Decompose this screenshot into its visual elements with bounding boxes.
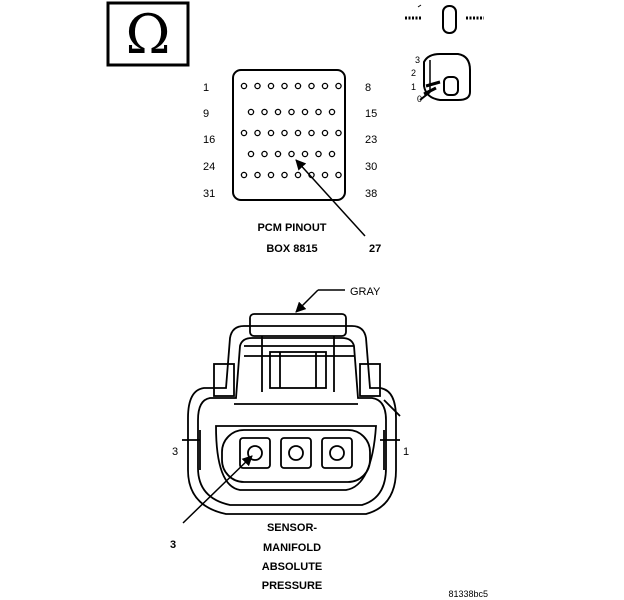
pcm-connector [232,69,346,201]
pcm-pin-r2-c1 [247,108,255,116]
pcm-pin-r3-c8 [335,129,342,137]
pcm-pin-r3-c1 [240,129,248,137]
pcm-pin-r3-c5 [294,129,302,137]
key-position-2: 2 [411,68,416,78]
key-position-1: 1 [411,82,416,92]
pcm-pin-r1-c8 [335,82,342,90]
pcm-row3-left-label: 16 [203,134,215,146]
pcm-row2-right-label: 15 [365,108,377,120]
ohm-icon: Ω [126,3,171,66]
pcm-pin-r4-c7 [328,150,336,158]
pcm-pin-r5-c5 [294,171,302,179]
pcm-pin-r1-c7 [321,82,329,90]
connector-color-callout: GRAY [295,286,381,313]
connector-name-line3: ABSOLUTE [262,561,323,573]
pcm-pin-r3-c2 [254,129,261,137]
connector-name-line1: SENSOR- [267,522,317,534]
connector-pin-callout: 3 [170,455,253,551]
key-position-0: 0 [417,94,422,104]
connector-color-label: GRAY [350,286,381,298]
connector-terminal-1 [321,437,353,469]
pcm-pin-r1-c5 [294,82,302,90]
pcm-pin-r1-c3 [267,82,275,90]
pcm-pin-r2-c3 [274,108,282,116]
pcm-pin-r2-c4 [288,108,295,116]
pcm-row1-left-label: 1 [203,82,209,94]
pcm-pin-r4-c2 [261,150,268,158]
connector-terminal-2 [280,437,312,469]
connector-callout-pin-number: 3 [170,539,176,551]
pcm-pin-r3-c6 [308,129,315,137]
pcm-row5-right-label: 38 [365,188,377,200]
pcm-pin-r3-c4 [281,129,288,137]
figure-id: 81338bc5 [448,589,488,599]
pcm-pin-r5-c2 [254,171,261,179]
key-position-3: 3 [415,55,420,65]
pcm-pin-r5-c4 [281,171,288,179]
pcm-pin-r5-c3 [267,171,275,179]
pcm-pin-r1-c4 [281,82,288,90]
pcm-pin-r1-c1 [240,82,248,90]
pcm-row3-right-label: 23 [365,134,377,146]
pcm-pin-r1-c2 [254,82,261,90]
pcm-callout-pin-number: 27 [369,243,381,255]
pcm-pin-r2-c2 [261,108,268,116]
pcm-pin-r4-c6 [315,150,322,158]
pcm-pin-r2-c6 [315,108,322,116]
pcm-row4-left-label: 24 [203,161,215,173]
pcm-pin-r2-c7 [328,108,336,116]
pcm-pin-r1-c6 [308,82,315,90]
pcm-pin-grid [240,82,342,179]
pcm-row2-left-label: 9 [203,108,209,120]
pcm-pin-callout: 27 [295,159,381,255]
connector-left-pin-label: 3 [172,446,178,458]
pcm-pin-r3-c3 [267,129,275,137]
pcm-row5-left-label: 31 [203,188,215,200]
pcm-title-line1: PCM PINOUT [257,222,326,234]
connector-name-line2: MANIFOLD [263,542,321,554]
ohmmeter-symbol-box: Ω [106,1,190,67]
pcm-title-line2: BOX 8815 [266,243,317,255]
pcm-row1-right-label: 8 [365,82,371,94]
pcm-pin-r2-c5 [301,108,309,116]
jumper-wire-icon [405,4,484,34]
pcm-row4-right-label: 30 [365,161,377,173]
connector-terminal-3 [239,437,271,469]
connector-name-line4: PRESSURE [262,580,323,592]
pcm-pin-r4-c5 [301,150,309,158]
pcm-pin-r3-c7 [321,129,329,137]
pcm-pin-r4-c1 [247,150,255,158]
pcm-pin-r5-c1 [240,171,248,179]
connector-right-pin-label: 1 [403,446,409,458]
pcm-pin-r4-c3 [274,150,282,158]
pcm-pin-r5-c8 [335,171,342,179]
ignition-key-icon: 3 2 1 0 [411,53,471,104]
pcm-pin-r5-c7 [321,171,329,179]
pcm-pin-r4-c4 [288,150,295,158]
map-sensor-connector [182,313,401,515]
